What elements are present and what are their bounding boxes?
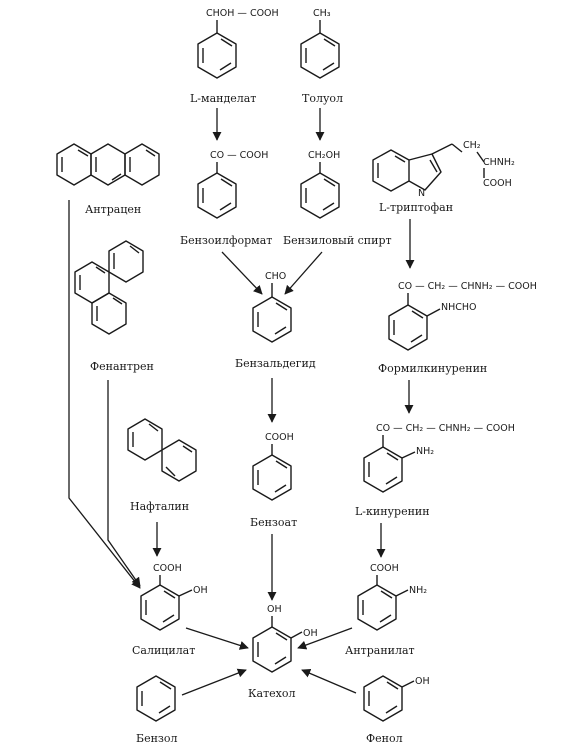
molecule-benzoylformate: CO — COOH Бензоилформат bbox=[180, 150, 272, 247]
molecule-phenanthrene: Фенантрен bbox=[74, 240, 154, 373]
arrow-anthranilate-to-catechol bbox=[297, 627, 353, 650]
group-cooh: COOH bbox=[483, 178, 512, 189]
group-ch2oh: CH₂OH bbox=[308, 150, 340, 161]
indole-ring bbox=[372, 143, 485, 192]
label-anthracene: Антрацен bbox=[85, 203, 141, 216]
molecule-l-mandelate: CHOH — COOH L-манделат bbox=[190, 8, 279, 105]
group-ch3: CH₃ bbox=[313, 8, 331, 19]
group-chain: CO — CH₂ — CHNH₂ — COOH bbox=[398, 281, 537, 292]
molecule-phenol: OH Фенол bbox=[363, 675, 430, 745]
label-phenol: Фенол bbox=[366, 732, 403, 745]
molecule-naphthalene: Нафталин bbox=[127, 418, 197, 513]
benzene-ring bbox=[363, 446, 416, 493]
group-indole-n: N bbox=[418, 188, 425, 199]
molecule-catechol: OH OH Катехол bbox=[248, 604, 318, 700]
label-formylkynurenine: Формилкинуренин bbox=[378, 362, 487, 375]
label-anthranilate: Антранилат bbox=[345, 644, 415, 657]
group-oh: OH bbox=[193, 585, 208, 596]
label-l-tryptophan: L-триптофан bbox=[379, 201, 453, 214]
benzene-ring bbox=[388, 304, 441, 351]
arrow-benzoylformate-to-benzaldehyde bbox=[221, 251, 263, 295]
molecule-l-kynurenine: CO — CH₂ — CHNH₂ — COOH NH₂ L-кинуренин bbox=[355, 423, 515, 518]
group-oh-2: OH bbox=[303, 628, 318, 639]
molecule-anthracene: Антрацен bbox=[56, 143, 160, 216]
benzene-ring bbox=[252, 296, 292, 343]
group-oh-1: OH bbox=[267, 604, 282, 615]
benzene-ring bbox=[252, 626, 303, 673]
arrow-phenol-to-catechol bbox=[301, 669, 357, 694]
arrow-phenanthrene-to-salicylate bbox=[107, 380, 141, 587]
group-oh: OH bbox=[415, 676, 430, 687]
label-salicylate: Салицилат bbox=[132, 644, 195, 657]
group-nhcho: NHCHO bbox=[441, 302, 477, 313]
arrow-salicylate-to-catechol bbox=[185, 627, 249, 650]
molecule-benzaldehyde: CHO Бензальдегид bbox=[235, 271, 316, 370]
benzene-ring bbox=[140, 584, 193, 631]
label-toluene: Толуол bbox=[302, 92, 343, 105]
group-chnh2: CHNH₂ bbox=[483, 157, 515, 168]
arrow-anthracene-to-salicylate bbox=[68, 200, 141, 589]
group-nh2: NH₂ bbox=[409, 585, 427, 596]
group-cho: CHO bbox=[265, 271, 286, 282]
molecule-formylkynurenine: CO — CH₂ — CHNH₂ — COOH NHCHO Формилкину… bbox=[378, 281, 537, 375]
group-cooh: COOH bbox=[370, 563, 399, 574]
label-l-kynurenine: L-кинуренин bbox=[355, 505, 430, 518]
molecule-benzoate: COOH Бензоат bbox=[250, 432, 297, 529]
benzene-ring bbox=[300, 172, 340, 219]
group-co-cooh: CO — COOH bbox=[210, 150, 268, 161]
molecule-benzene: Бензол bbox=[136, 675, 178, 745]
group-choh-cooh: CHOH — COOH bbox=[206, 8, 279, 19]
benzene-ring bbox=[197, 32, 237, 79]
label-benzaldehyde: Бензальдегид bbox=[235, 357, 316, 370]
molecule-anthranilate: COOH NH₂ Антранилат bbox=[345, 563, 427, 657]
arrow-benzene-to-catechol bbox=[181, 668, 247, 696]
group-cooh: COOH bbox=[153, 563, 182, 574]
label-naphthalene: Нафталин bbox=[130, 500, 189, 513]
arrow-benzyl-alcohol-to-benzaldehyde bbox=[284, 251, 323, 295]
label-benzoylformate: Бензоилформат bbox=[180, 234, 272, 247]
label-benzyl-alcohol: Бензиловый спирт bbox=[283, 234, 392, 247]
benzene-ring bbox=[252, 454, 292, 501]
molecule-salicylate: COOH OH Салицилат bbox=[132, 563, 208, 657]
molecule-toluene: CH₃ Толуол bbox=[300, 8, 343, 105]
benzene-ring bbox=[300, 32, 340, 79]
fused-rings bbox=[56, 143, 160, 186]
label-benzene: Бензол bbox=[136, 732, 178, 745]
group-cooh: COOH bbox=[265, 432, 294, 443]
label-catechol: Катехол bbox=[248, 687, 295, 700]
benzene-ring bbox=[197, 172, 237, 219]
label-phenanthrene: Фенантрен bbox=[90, 360, 154, 373]
group-chain: CO — CH₂ — CHNH₂ — COOH bbox=[376, 423, 515, 434]
group-nh2: NH₂ bbox=[416, 446, 434, 457]
molecule-benzyl-alcohol: CH₂OH Бензиловый спирт bbox=[283, 150, 392, 247]
label-l-mandelate: L-манделат bbox=[190, 92, 256, 105]
label-benzoate: Бензоат bbox=[250, 516, 297, 529]
molecule-l-tryptophan: N CH₂ CHNH₂ COOH L-триптофан bbox=[372, 140, 515, 214]
group-ch2: CH₂ bbox=[463, 140, 481, 151]
benzene-ring bbox=[357, 584, 409, 631]
